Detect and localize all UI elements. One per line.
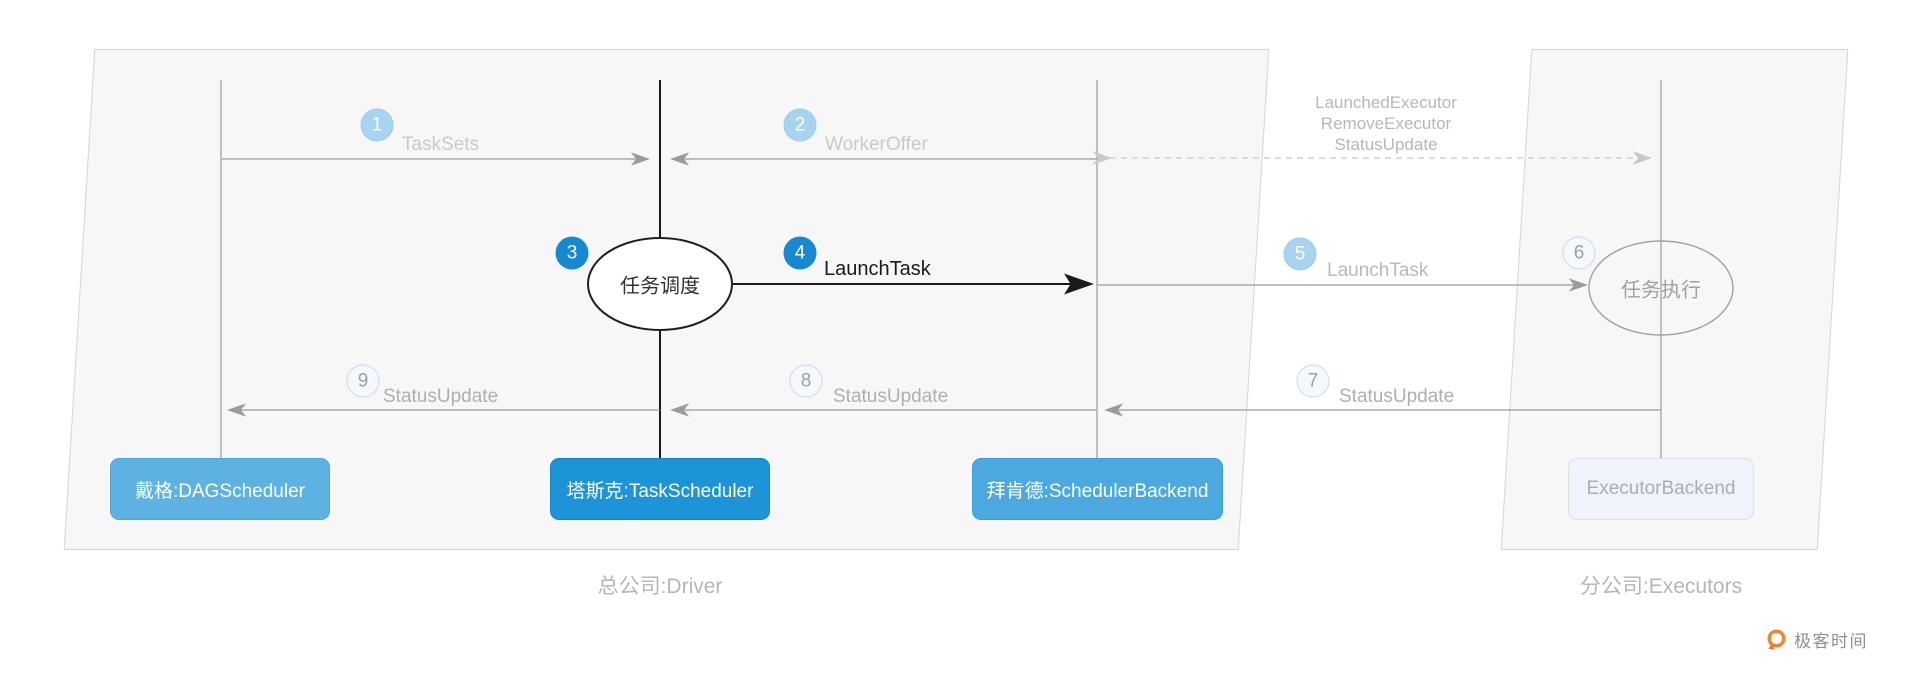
task-execute-ellipse-label: 任务执行 — [1621, 279, 1701, 302]
step-7-badge: 7 — [1296, 364, 1330, 398]
task-schedule-ellipse-label: 任务调度 — [620, 275, 700, 298]
executors-group-label: 分公司:Executors — [1579, 575, 1743, 598]
executorbackend-box: ExecutorBackend — [1568, 458, 1754, 520]
step-1-badge: 1 — [360, 108, 394, 142]
geektime-logo-icon — [1767, 629, 1786, 650]
geektime-logo-text: 极客时间 — [1794, 632, 1868, 651]
statusupdate-9-label: StatusUpdate — [383, 386, 499, 407]
tasksets-label: TaskSets — [402, 134, 480, 155]
step-6-badge: 6 — [1562, 236, 1596, 270]
driver-group-label: 总公司:Driver — [597, 575, 723, 598]
statusupdate-8-label: StatusUpdate — [833, 386, 949, 407]
step-5-badge: 5 — [1283, 237, 1317, 271]
executor-event-line: StatusUpdate — [1334, 135, 1438, 154]
step-2-badge: 2 — [783, 108, 817, 142]
schedulerbackend-box: 拜肯德:SchedulerBackend — [972, 458, 1223, 520]
executor-event-line: RemoveExecutor — [1320, 114, 1452, 133]
dagscheduler-box: 戴格:DAGScheduler — [110, 458, 330, 520]
geektime-logo: 极客时间 — [1765, 627, 1868, 652]
statusupdate-7-label: StatusUpdate — [1339, 386, 1455, 407]
launchtask-label-gray: LaunchTask — [1327, 260, 1429, 281]
task-schedule-ellipse — [587, 237, 733, 331]
launchtask-label-black: LaunchTask — [824, 258, 931, 280]
workeroffer-label: WorkerOffer — [825, 134, 928, 155]
task-execute-ellipse — [1588, 240, 1734, 336]
step-3-badge: 3 — [555, 236, 589, 270]
step-4-badge: 4 — [783, 236, 817, 270]
taskscheduler-box: 塔斯克:TaskScheduler — [550, 458, 770, 520]
step-9-badge: 9 — [346, 364, 380, 398]
step-8-badge: 8 — [789, 364, 823, 398]
executor-events-label: LaunchedExecutor RemoveExecutor StatusUp… — [1276, 92, 1496, 155]
executor-event-line: LaunchedExecutor — [1315, 93, 1457, 112]
